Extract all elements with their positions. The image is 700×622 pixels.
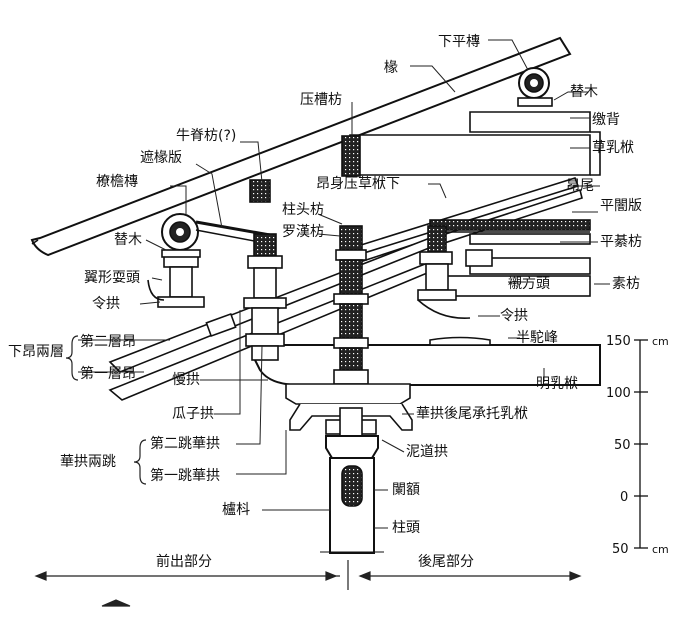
ban-tuo-feng: [429, 336, 491, 346]
label-che-bei: 缴背: [592, 112, 620, 128]
label-lan-e: 闌額: [392, 482, 420, 498]
lower-tianmu: [161, 249, 201, 258]
label-qian-chu: 前出部分: [156, 553, 212, 570]
label-ban-tuo-feng: 半駝峰: [516, 330, 558, 346]
label-hua-gong-wei: 華拱後尾承托乳栿: [416, 406, 528, 422]
label-zhe-chuan-ban: 遮椽版: [140, 150, 182, 166]
scale-unit-bottom: cm: [652, 543, 669, 556]
main-axis-stack: [333, 135, 369, 385]
jiaobei: [469, 111, 591, 133]
label-zhu-tou-fang: 柱头枋: [282, 202, 324, 218]
group-braces: [65, 335, 147, 485]
ping-an-ban: [429, 219, 591, 231]
label-di-er-ceng-ang: 第二層昂: [80, 333, 136, 350]
label-di-yi-ceng-ang: 第一層昂: [80, 365, 136, 382]
label-di-er-tiao: 第二跳華拱: [150, 435, 220, 452]
label-xia-ping-tuan: 下平槫: [438, 34, 480, 50]
bottom-dimension: [34, 560, 582, 607]
label-luo-zhi-fang: 罗漢枋: [282, 224, 324, 240]
label-hou-wei: 後尾部分: [418, 554, 474, 570]
scale-tick-150: 150: [606, 334, 631, 349]
label-ni-dao-gong: 泥道拱: [406, 444, 448, 460]
scale-unit-top: cm: [652, 335, 669, 348]
label-ling-gong-left: 令拱: [92, 296, 120, 312]
label-gua-zi-gong: 瓜子拱: [172, 406, 214, 422]
label-ang-wei: 昂尾: [566, 178, 594, 194]
ping-qi-fang: [469, 233, 591, 245]
ludou-block: [325, 435, 379, 459]
labels: 下平槫 椽 替木 压槽枋 缴背 牛脊枋(?) 草乳栿 遮椽版 昂身压草栿下 昂尾…: [8, 34, 642, 536]
label-hua-gong-liang-tiao: 華拱兩跳: [60, 454, 116, 470]
label-chuan: 椽: [384, 60, 398, 76]
label-ping-ji-ban: 平闇版: [600, 198, 642, 214]
scale-tick-50: 50: [614, 438, 631, 453]
label-su-fang: 素枋: [612, 276, 640, 292]
label-niu-ji-fang: 牛脊枋(?): [176, 128, 236, 144]
label-ming-ru-fu: 明乳栿: [536, 376, 578, 392]
middle-bracket-stack: [243, 179, 287, 361]
upper-tianmu: [517, 97, 553, 107]
label-ang-shen: 昂身压草栿下: [316, 176, 400, 192]
label-tian-mu-left: 替木: [114, 232, 142, 248]
label-tian-mu-right: 替木: [570, 84, 598, 100]
lan-e-block: [341, 465, 363, 507]
yi-xing-shua-tou-block: [205, 312, 237, 338]
label-liao-yan-tuan: 橑檐槫: [96, 173, 138, 190]
inner-bracket-stack: [417, 225, 471, 319]
scale-bar: [634, 339, 648, 549]
label-cao-ru-fu: 草乳栿: [592, 140, 634, 156]
label-lu-dou: 櫨枓: [222, 502, 250, 518]
label-di-yi-tiao: 第一跳華拱: [150, 467, 220, 484]
label-ping-qi-fang: 平綦枋: [600, 234, 642, 250]
leader-lines: [78, 39, 610, 529]
scale-tick-neg50: 50: [612, 542, 629, 557]
label-xia-ang-liang-ceng: 下昂兩層: [8, 344, 64, 360]
scale-tick-0: 0: [620, 490, 628, 505]
label-man-gong: 慢拱: [172, 371, 200, 388]
cao-ru-fu: [349, 134, 591, 176]
label-zhu-tou: 柱頭: [392, 520, 420, 536]
label-yi-xing-shua-tou: 翼形耍頭: [84, 270, 140, 286]
label-ya-cao-fang: 压槽枋: [300, 92, 342, 108]
label-ling-gong-right: 令拱: [500, 308, 528, 324]
outer-bracket-stack: [147, 254, 205, 308]
hua-gong-tiers: [285, 383, 413, 437]
scale-tick-100: 100: [606, 386, 631, 401]
label-chen-fang-tou: 襯方頭: [508, 275, 550, 292]
structure-drawing: [30, 36, 601, 554]
